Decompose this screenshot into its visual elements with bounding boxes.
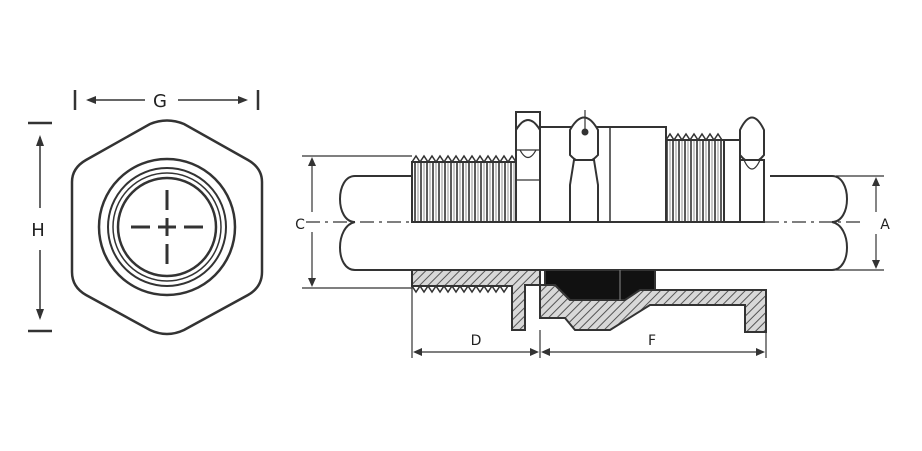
dimension-label-f: F [648,333,656,349]
dimension-label-a: A [880,217,890,233]
body-hex-flats [569,110,599,223]
dimension-label-c: C [295,217,305,233]
side-view [302,110,884,358]
dimension-label-h: H [31,220,45,241]
locknut-upper [515,111,541,223]
body-upper [539,126,667,223]
dimension-c [302,155,412,289]
cap-thread-upper [665,132,725,223]
dimension-label-g: G [153,91,167,112]
dimension-d [411,286,541,358]
capnut-upper [723,116,765,223]
dimension-label-d: D [471,333,482,349]
front-view [28,90,264,336]
section-lower [411,269,767,333]
entry-thread-upper [411,154,517,223]
dimension-f [541,332,767,358]
dimension-a [836,175,884,271]
